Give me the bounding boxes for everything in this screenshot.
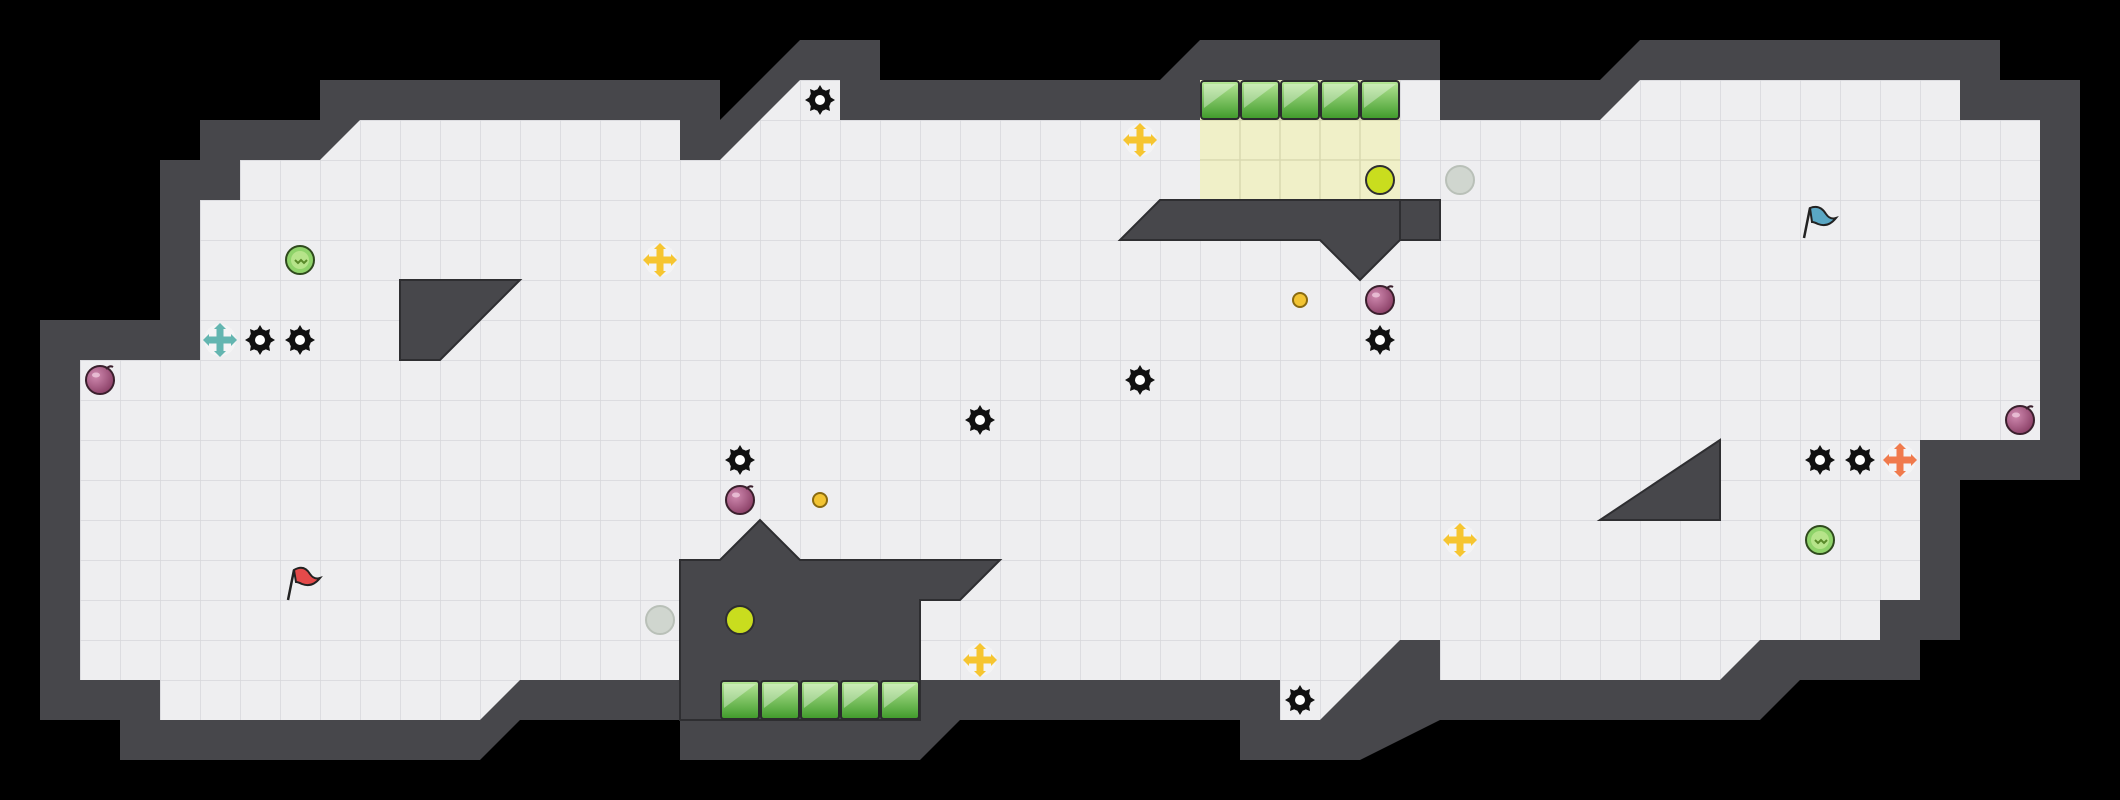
- goal-blocks-bottom: [720, 680, 920, 720]
- floor: [80, 80, 2040, 720]
- gem-icon: [1805, 525, 1835, 555]
- red-flag-icon[interactable]: [286, 566, 323, 601]
- gem-icon: [285, 245, 315, 275]
- coin-icon: [1292, 292, 1308, 308]
- coin-icon: [812, 492, 828, 508]
- coins: [812, 292, 1308, 508]
- bomb-icon: [725, 485, 755, 515]
- goal-blocks-top: [1200, 80, 1400, 120]
- bomb-icon: [85, 365, 115, 395]
- balls: [645, 165, 1475, 635]
- target-ball-icon: [725, 605, 755, 635]
- ghost-ball-icon: [645, 605, 675, 635]
- bomb-icon: [2005, 405, 2035, 435]
- obstacles: [399, 199, 1721, 721]
- target-ball-icon: [1365, 165, 1395, 195]
- ghost-ball-icon: [1445, 165, 1475, 195]
- bomb-icon: [1365, 285, 1395, 315]
- blue-flag-icon[interactable]: [1802, 205, 1839, 239]
